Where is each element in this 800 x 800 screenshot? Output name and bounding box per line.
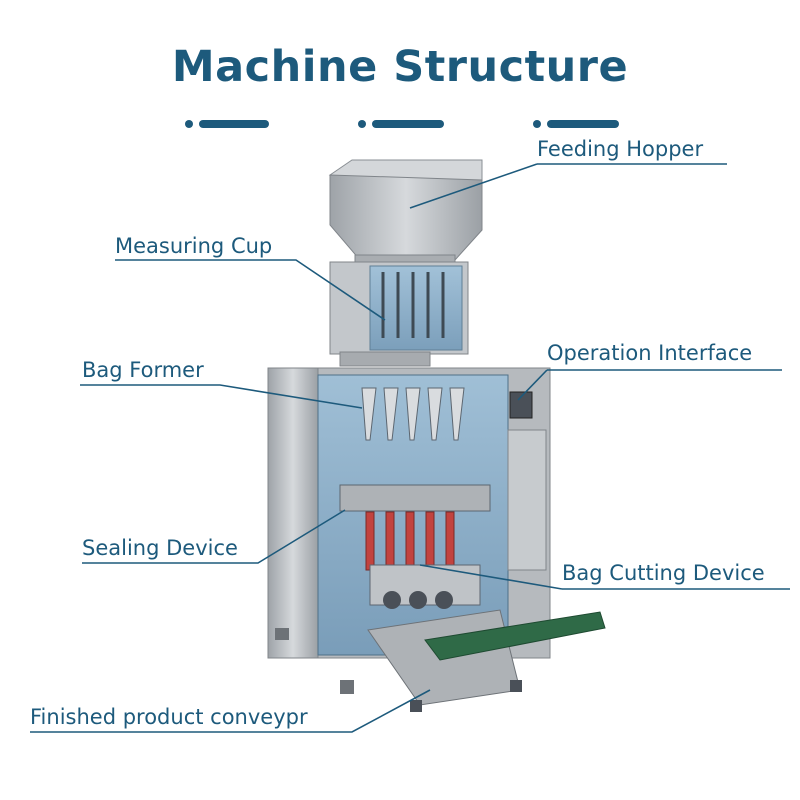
bag-former [361, 387, 465, 441]
operation-interface [509, 391, 533, 419]
label-feeding-hopper: Feeding Hopper [537, 137, 704, 161]
title-divider [0, 118, 800, 130]
divider-bar [547, 120, 619, 128]
divider-bar [372, 120, 444, 128]
sealing-device [339, 484, 491, 571]
label-measuring-cup: Measuring Cup [115, 234, 273, 258]
label-operation-interface: Operation Interface [547, 341, 753, 365]
divider-dot [533, 120, 541, 128]
machine-feet [275, 628, 354, 694]
finished-product-conveyor [367, 609, 606, 712]
machine-body [267, 367, 551, 659]
label-bag-cutting-device: Bag Cutting Device [562, 561, 765, 585]
leader-lines [30, 163, 790, 733]
label-sealing-device: Sealing Device [82, 536, 238, 560]
divider-dot [185, 120, 193, 128]
divider-dot [358, 120, 366, 128]
label-finished-product-conveyor: Finished product conveypr [30, 705, 308, 729]
label-bag-former: Bag Former [82, 358, 204, 382]
divider-bar [199, 120, 269, 128]
measuring-cup [329, 261, 469, 367]
page-title: Machine Structure [171, 42, 629, 92]
feeding-hopper [328, 159, 483, 274]
